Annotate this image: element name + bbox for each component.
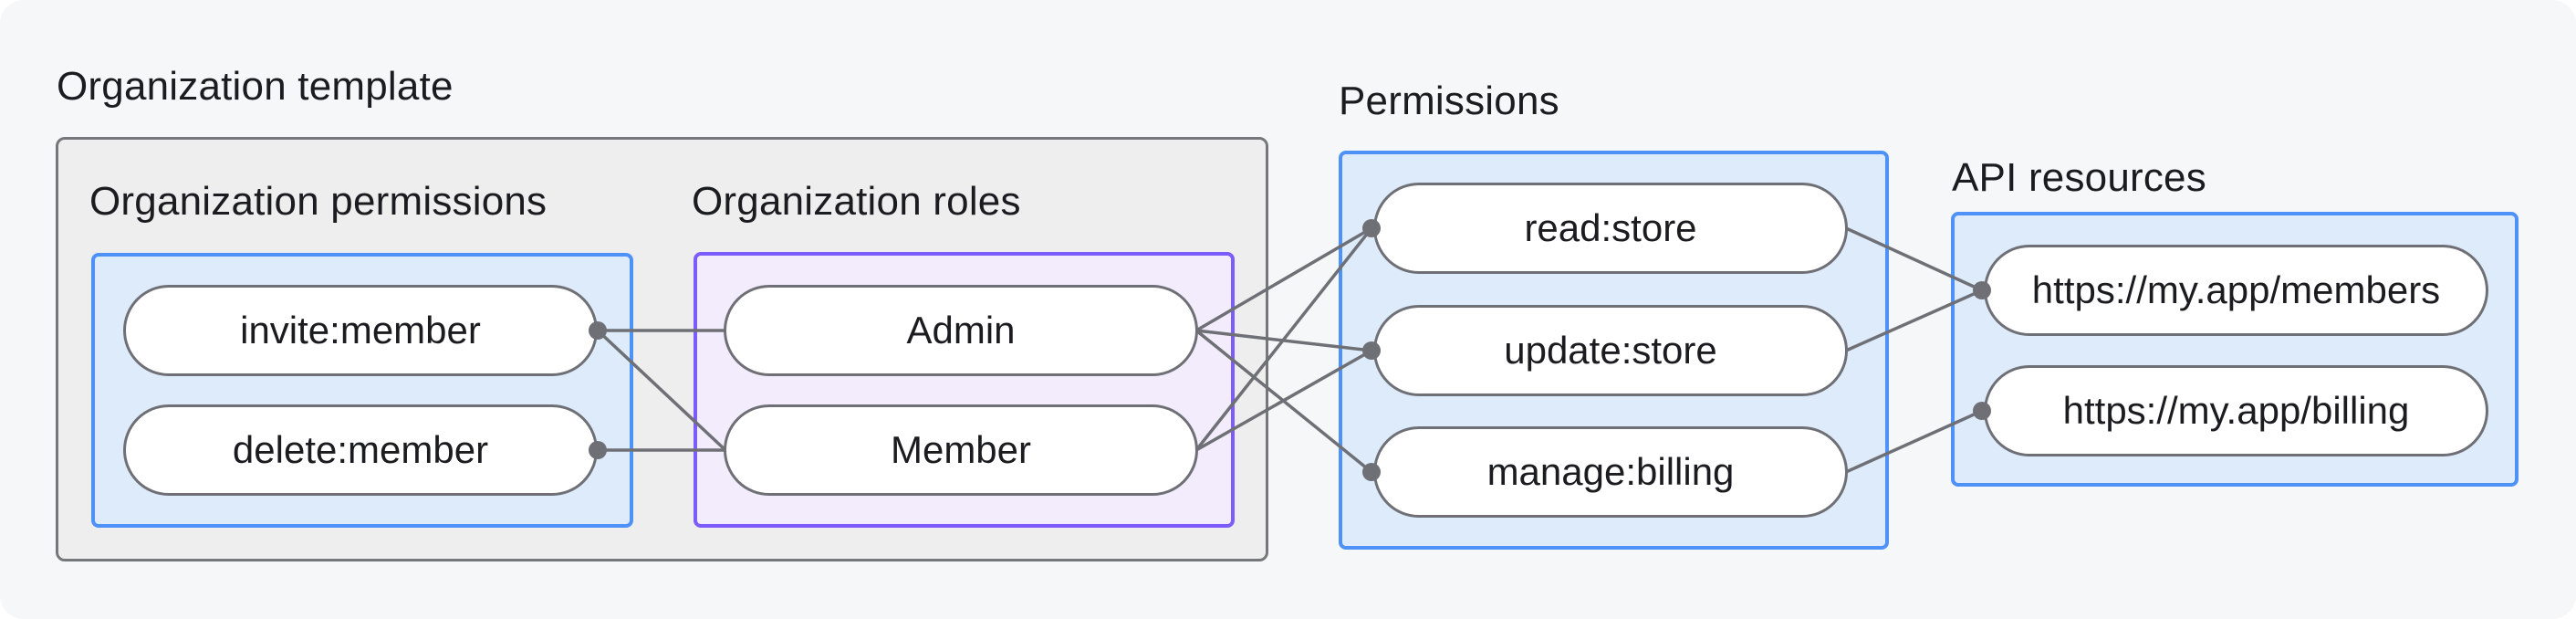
node-admin-role: Admin (724, 285, 1198, 376)
node-delete-member: delete:member (123, 404, 598, 496)
node-member-role: Member (724, 404, 1198, 496)
node-read-store: read:store (1373, 183, 1848, 274)
org-template-label: Organization template (57, 64, 454, 109)
node-invite-member: invite:member (123, 285, 598, 376)
api-resources-label: API resources (1952, 155, 2206, 200)
node-api-billing-url: https://my.app/billing (1984, 365, 2488, 456)
node-manage-billing: manage:billing (1373, 426, 1848, 518)
org-permissions-label: Organization permissions (89, 179, 548, 224)
permissions-label: Permissions (1339, 79, 1559, 123)
node-api-members-url: https://my.app/members (1984, 245, 2488, 336)
org-roles-label: Organization roles (692, 179, 1021, 224)
node-update-store: update:store (1373, 305, 1848, 396)
